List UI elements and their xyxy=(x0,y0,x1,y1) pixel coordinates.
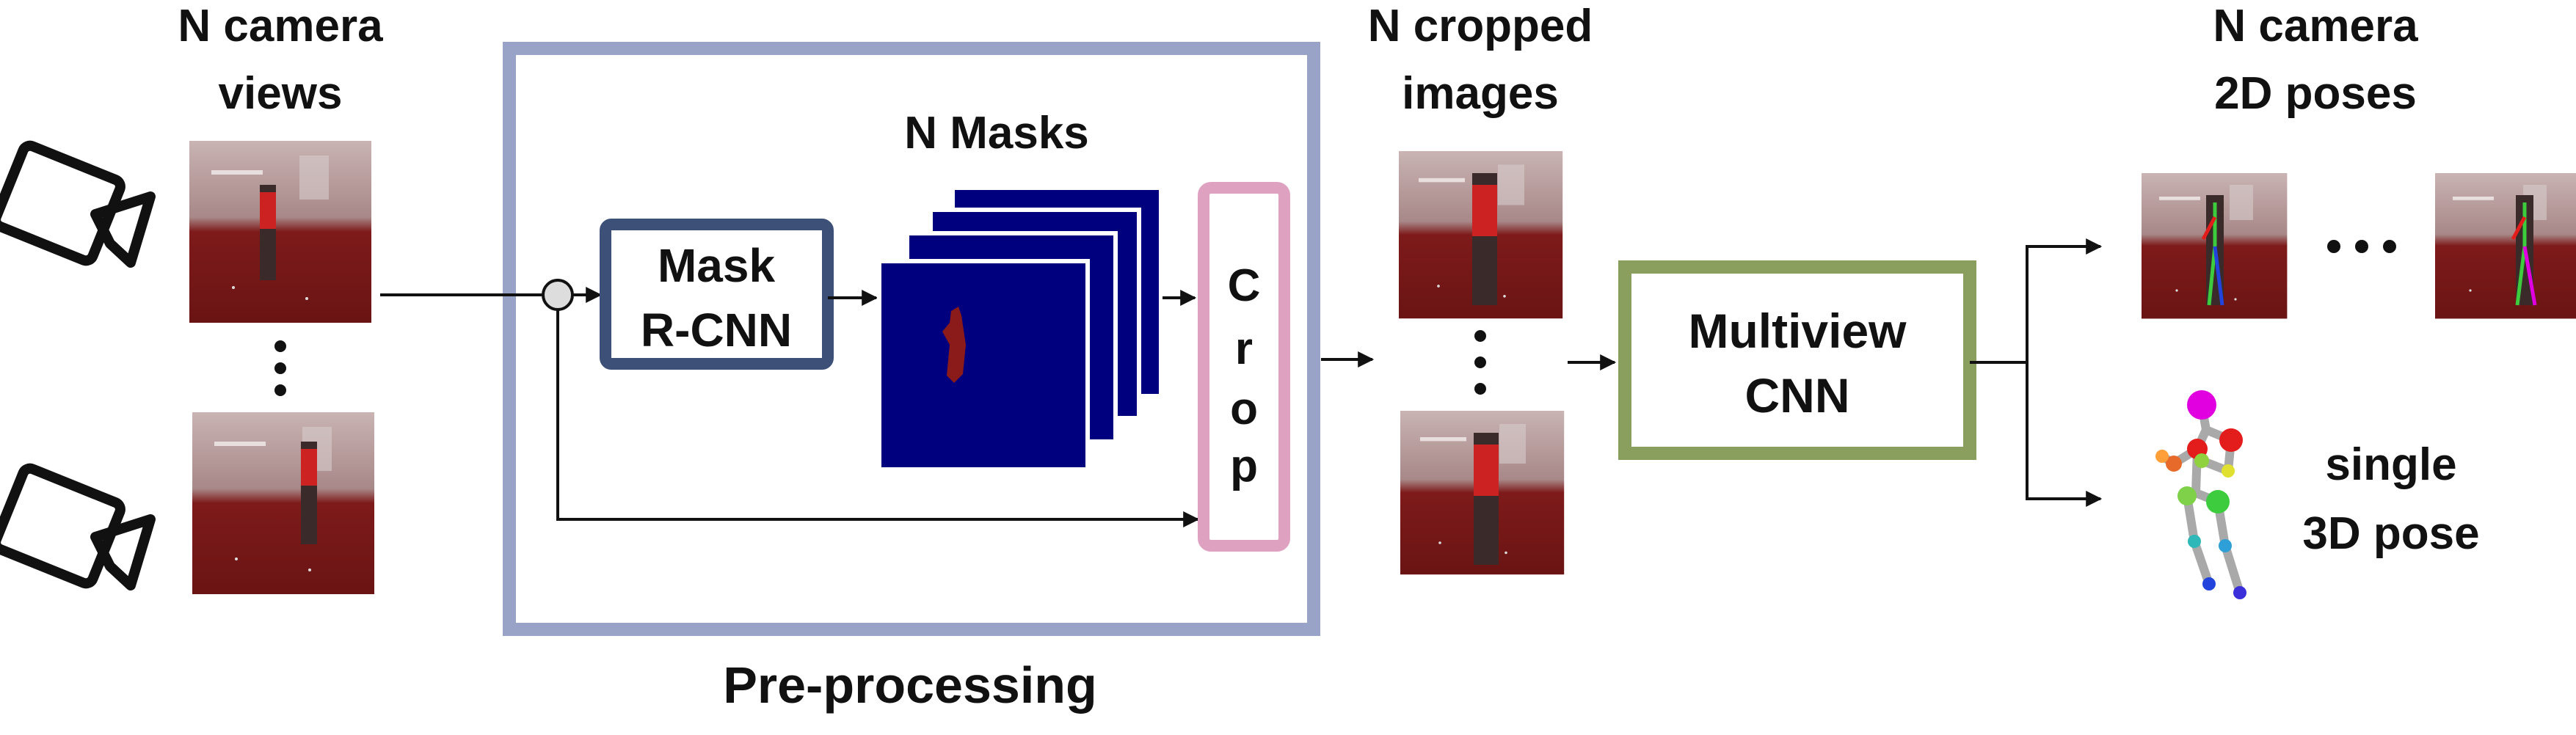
camera-2d-poses-label-line2: 2D poses xyxy=(2214,68,2417,119)
crop-letter: p xyxy=(1230,441,1258,491)
camera-view-image xyxy=(192,412,374,594)
arrow-to-2d-poses xyxy=(2026,238,2103,362)
crop-box xyxy=(1198,182,1290,552)
single-3d-pose-label-line2: 3D pose xyxy=(2302,508,2479,559)
multiview-cnn-box xyxy=(1618,260,1976,460)
vertical-ellipsis-icon xyxy=(1474,330,1486,395)
mask-rcnn-label-line2: R-CNN xyxy=(641,304,792,356)
cropped-images-label-line2: images xyxy=(1402,68,1559,119)
video-camera-icon xyxy=(0,463,156,590)
mask-image xyxy=(877,259,1090,472)
arrow-to-3d-pose xyxy=(2026,362,2103,507)
camera-views-label-line1: N camera xyxy=(178,1,383,51)
preprocessing-box xyxy=(503,42,1320,636)
2d-pose-image xyxy=(2435,173,2576,319)
camera-2d-poses-label-line1: N camera xyxy=(2213,1,2418,51)
multiview-cnn-label-line1: Multiview xyxy=(1688,304,1907,358)
mask-rcnn-box xyxy=(600,219,834,370)
branch-node xyxy=(542,279,574,311)
mask-stack xyxy=(877,186,1163,472)
3d-pose-skeleton xyxy=(2155,390,2246,599)
vertical-ellipsis-icon xyxy=(274,340,286,396)
single-3d-pose-label-line1: single xyxy=(2325,439,2456,490)
crop-letter: o xyxy=(1230,384,1258,434)
mask-blob xyxy=(942,307,966,383)
cropped-image xyxy=(1399,151,1563,319)
crop-letter: r xyxy=(1235,323,1253,374)
2d-pose-image xyxy=(2142,173,2288,319)
bypass-connector xyxy=(556,310,1200,527)
video-camera-icon xyxy=(0,140,156,268)
multiview-cnn-label-line2: CNN xyxy=(1745,368,1850,423)
crop-letter: C xyxy=(1228,260,1261,311)
camera-view-image xyxy=(189,141,371,323)
masks-label: N Masks xyxy=(904,108,1089,158)
camera-views-label-line2: views xyxy=(219,68,343,119)
cropped-images-label-line1: N cropped xyxy=(1368,1,1593,51)
mask-rcnn-label-line1: Mask xyxy=(658,239,776,292)
cropped-image xyxy=(1400,411,1565,575)
horizontal-ellipsis-icon xyxy=(2327,240,2396,253)
preprocessing-label: Pre-processing xyxy=(723,657,1097,714)
